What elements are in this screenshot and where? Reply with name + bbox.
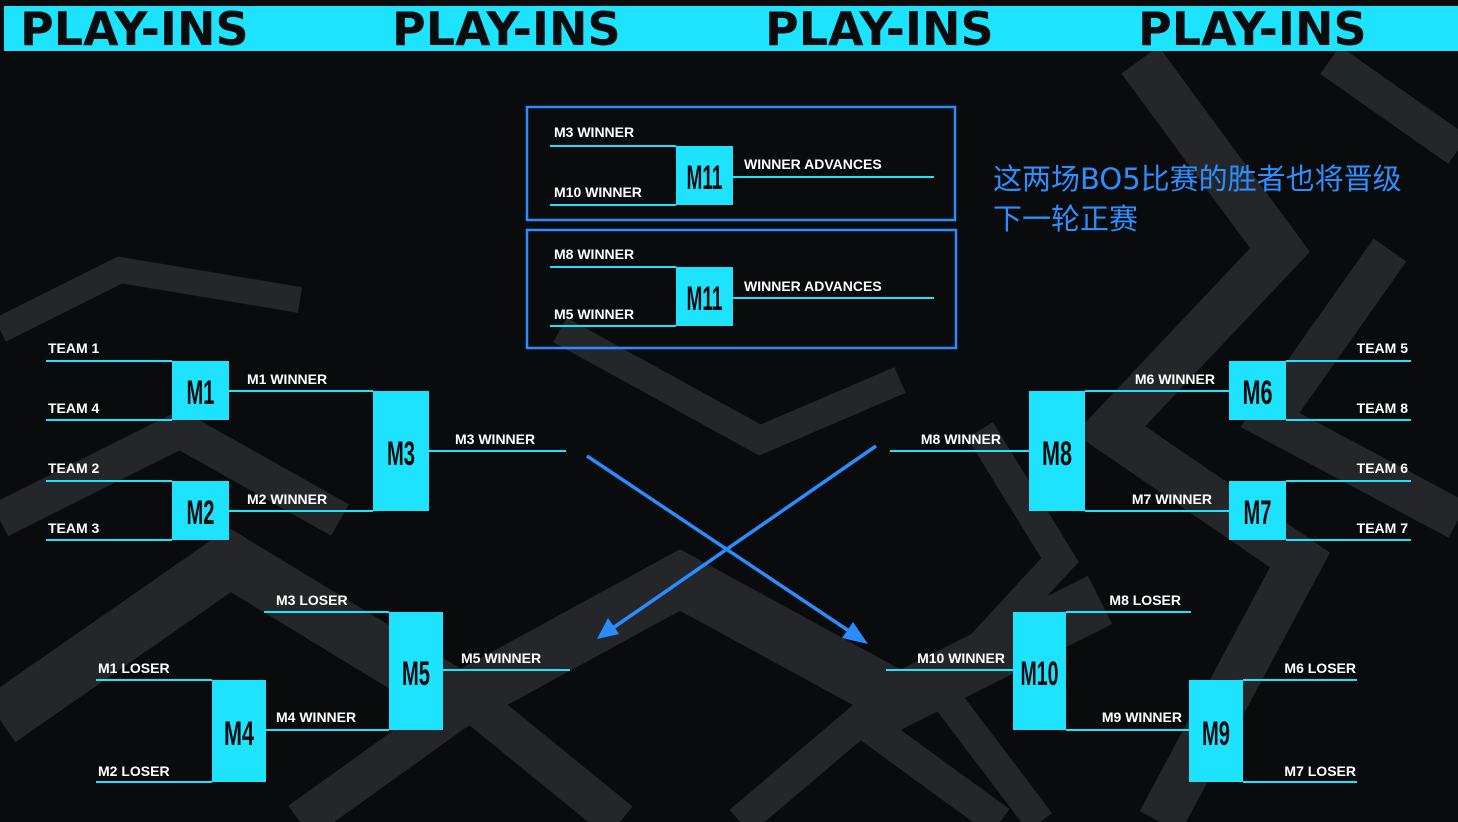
result-label: M2 WINNER [247,491,327,507]
team-label: TEAM 3 [48,520,100,536]
match-label: M10 [1021,655,1059,693]
result-label: WINNER ADVANCES [744,156,882,172]
annotation-line: 下一轮正赛 [993,202,1138,236]
entrant-label: M2 LOSER [98,763,170,779]
banner-text: PLAY-INS [1138,2,1367,56]
team-label: TEAM 4 [48,400,100,416]
team-label: TEAM 6 [1357,460,1409,476]
match-box-m8 [1029,391,1085,511]
entrant-label: M6 LOSER [1284,660,1356,676]
result-label: M1 WINNER [247,371,327,387]
match-label: M3 [387,435,415,473]
arrowhead-icon [842,622,868,644]
match-label: M4 [224,715,254,753]
match-box-m1 [172,361,229,420]
result-label: M9 WINNER [1102,709,1182,725]
team-label: TEAM 7 [1357,520,1409,536]
result-label: M5 WINNER [461,650,541,666]
banner-text: PLAY-INS [392,2,621,56]
result-label: M10 WINNER [917,650,1005,666]
qualifier-box-2: M8 WINNER M5 WINNER M11 WINNER ADVANCES [525,228,958,350]
result-label: WINNER ADVANCES [744,278,882,294]
match-box-m4 [212,680,266,782]
arrowhead-icon [597,618,619,639]
crossover-arrows [586,444,877,644]
match-label: M2 [187,494,215,532]
qualifier-frame [525,105,957,222]
team-label: TEAM 5 [1357,340,1409,356]
result-label: M4 WINNER [276,709,356,725]
match-box-m2 [172,481,229,540]
banner: PLAY-INS PLAY-INS PLAY-INS PLAY-INS [4,2,1458,56]
arrow-line [609,444,877,632]
match-label: M8 [1042,435,1072,473]
entrant-label: M3 WINNER [554,124,634,140]
match-box-m3 [373,391,429,511]
team-label: TEAM 1 [48,340,100,356]
entrant-label: M5 WINNER [554,306,634,322]
match-label: M11 [687,280,723,318]
banner-text: PLAY-INS [765,2,994,56]
qualifier-box-1: M3 WINNER M10 WINNER M11 WINNER ADVANCES [525,105,957,222]
entrant-label: M1 LOSER [98,660,170,676]
match-box-m9 [1189,680,1243,782]
upper-bracket-left: TEAM 1 TEAM 4 M1 M1 WINNER TEAM 2 TEAM 3… [46,340,566,541]
upper-bracket-right: TEAM 5 TEAM 8 M6 M6 WINNER TEAM 6 TEAM 7… [890,340,1411,541]
match-box-m6 [1229,361,1286,420]
entrant-label: M8 WINNER [554,246,634,262]
arrow-line [586,454,856,637]
entrant-label: M7 LOSER [1284,763,1356,779]
result-label: M3 WINNER [455,431,535,447]
result-label: M8 WINNER [921,431,1001,447]
match-label: M7 [1244,494,1272,532]
annotation: 这两场BO5比赛的胜者也将晋级 下一轮正赛 [993,162,1402,236]
result-label: M7 WINNER [1132,491,1212,507]
match-label: M9 [1202,715,1230,753]
match-box-m5 [389,612,443,730]
entrant-label: M3 LOSER [276,592,348,608]
match-label: M11 [687,159,723,197]
match-box-m11 [676,146,733,205]
entrant-label: M8 LOSER [1109,592,1181,608]
match-label: M5 [402,655,430,693]
entrant-label: M10 WINNER [554,184,642,200]
team-label: TEAM 8 [1357,400,1409,416]
banner-strip [4,6,1458,51]
lower-bracket-right: M8 LOSER M6 LOSER M7 LOSER M9 M9 WINNER … [886,592,1357,783]
team-label: TEAM 2 [48,460,100,476]
banner-text: PLAY-INS [20,2,249,56]
match-label: M1 [187,374,215,412]
qualifier-frame [525,228,958,350]
annotation-line: 这两场BO5比赛的胜者也将晋级 [993,162,1402,196]
result-label: M6 WINNER [1135,371,1215,387]
match-box-m10 [1013,612,1066,730]
match-box-m11 [676,267,733,326]
match-box-m7 [1229,481,1286,540]
lower-bracket-left: M3 LOSER M1 LOSER M2 LOSER M4 M4 WINNER … [96,592,570,783]
match-label: M6 [1243,374,1273,412]
